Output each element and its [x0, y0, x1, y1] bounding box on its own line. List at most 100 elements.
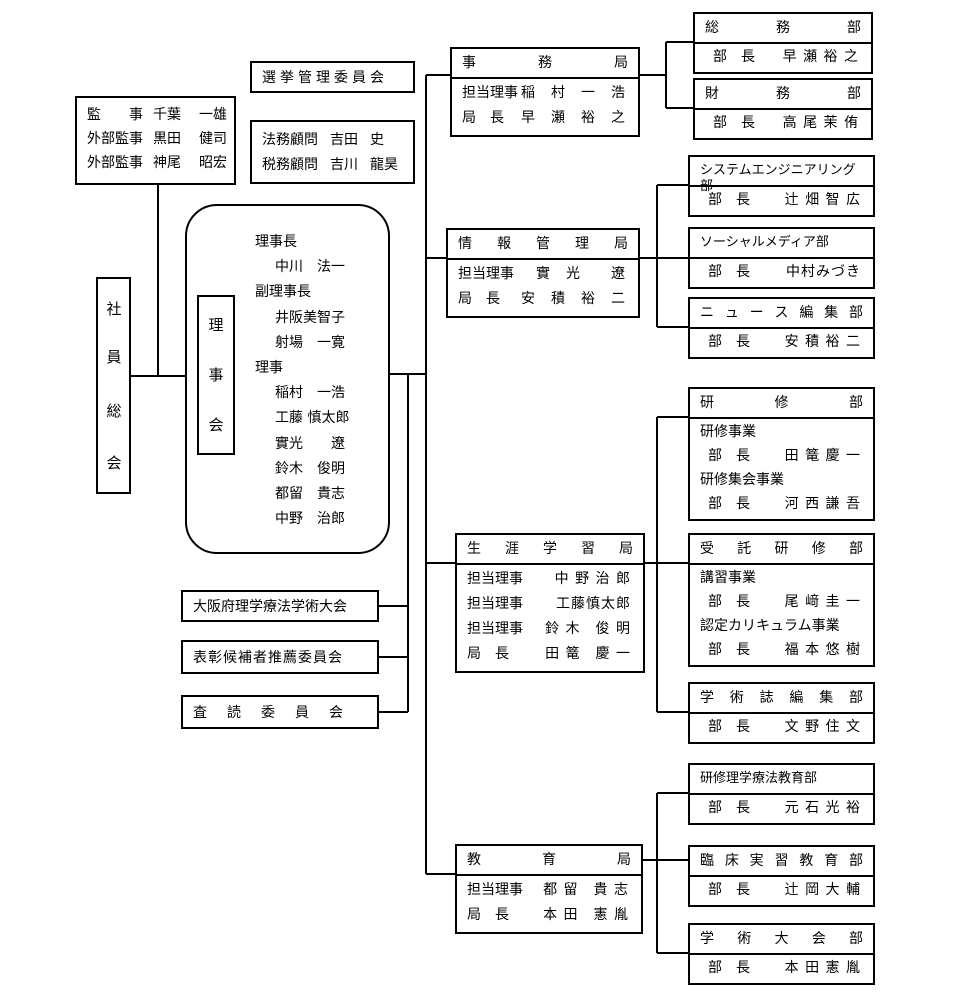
- row-person-name: 福 本 悠 樹: [784, 642, 861, 658]
- bureau-title: 情報管理局: [458, 236, 628, 252]
- bureau-row: 局 長本 田 憲 胤: [457, 903, 641, 928]
- row-role: 部 長: [713, 115, 755, 131]
- bureau-box: 情報管理局担当理事實 光 遼局 長安 積 裕 二: [446, 228, 640, 318]
- committee-label: 大阪府理学療法学術大会: [193, 599, 347, 615]
- advisor-surname: 吉田: [330, 132, 358, 148]
- box-divider: [690, 185, 873, 187]
- row-person-name: 安 積 裕 二: [521, 291, 626, 307]
- department-box: ニュース編集部部 長安 積 裕 二: [688, 297, 875, 359]
- board-label-char: 事: [208, 366, 224, 384]
- bureau-box: 事務局担当理事稲 村 一 浩局 長早 瀬 裕 之: [450, 47, 640, 137]
- auditor-row: 監 事 千葉 一雄: [87, 107, 227, 123]
- auditor-surname: 黒田: [153, 131, 181, 147]
- row-person-name: 辻 岡 大 輔: [784, 882, 861, 898]
- box-divider: [690, 953, 873, 955]
- general-meeting-char: 総: [106, 402, 122, 420]
- advisor-row: 法務顧問 吉田 史: [262, 132, 384, 148]
- row-role: 担当理事: [467, 621, 523, 637]
- bureau-row: 担当理事鈴 木 俊 明: [457, 617, 643, 642]
- auditors-box: 監 事 千葉 一雄 外部監事 黒田 健司 外部監事 神尾 昭宏: [75, 96, 236, 185]
- department-row: 部 長辻 畑 智 広: [690, 188, 873, 212]
- row-role: 担当理事: [467, 571, 523, 587]
- advisors-box: 法務顧問 吉田 史 税務顧問 吉川 龍昊: [250, 120, 415, 184]
- auditor-surname: 千葉: [153, 107, 181, 123]
- department-row: 研修事業: [690, 420, 873, 444]
- general-meeting-char: 社: [106, 300, 122, 318]
- department-title: 臨床実習教育部: [700, 853, 863, 869]
- box-divider: [452, 77, 638, 79]
- advisor-role: 税務顧問: [262, 157, 318, 173]
- department-row: 部 長辻 岡 大 輔: [690, 878, 873, 902]
- department-box: 研修部研修事業部 長田 篭 慶 一研修集会事業部 長河 西 謙 吾: [688, 387, 875, 521]
- row-role: 局 長: [467, 646, 509, 662]
- row-person-name: 辻 畑 智 広: [784, 192, 861, 208]
- row-role: 担当理事: [467, 596, 523, 612]
- board-member-name: 實光 遼: [275, 435, 345, 452]
- row-person-name: 稲 村 一 浩: [521, 85, 626, 101]
- row-person-name: 本 田 憲 胤: [784, 960, 861, 976]
- board-label-char: 理: [208, 316, 224, 334]
- row-person-name: 實 光 遼: [536, 266, 626, 282]
- row-role: 部 長: [708, 719, 750, 735]
- department-title: 研修部: [700, 395, 863, 411]
- box-divider: [457, 874, 641, 876]
- bureau-row: 局 長田 篭 慶 一: [457, 642, 643, 667]
- row-role: 担当理事: [458, 266, 514, 282]
- department-title: 総務部: [705, 20, 861, 36]
- board-member-name: 中川 法一: [275, 259, 345, 276]
- auditor-given-name: 昭宏: [199, 155, 227, 171]
- department-box: 総務部部 長早 瀬 裕 之: [693, 12, 873, 74]
- row-role: 認定カリキュラム事業: [700, 618, 840, 634]
- row-role: 局 長: [467, 907, 509, 923]
- department-box: 学術誌編集部部 長 文 野 住 文: [688, 682, 875, 744]
- election-committee-box: 選挙管理委員会: [250, 61, 415, 93]
- auditor-given-name: 一雄: [199, 107, 227, 123]
- box-divider: [695, 42, 871, 44]
- advisor-given-name: 龍昊: [370, 157, 398, 173]
- bureau-box: 生涯学習局担当理事中 野 治 郎担当理事工藤慎太郎担当理事鈴 木 俊 明局 長田…: [455, 533, 645, 673]
- row-person-name: 田 篭 慶 一: [784, 448, 861, 464]
- board-member-name: 中野 治郎: [275, 511, 345, 528]
- auditor-role: 外部監事: [87, 155, 143, 171]
- board-label-char: 会: [208, 416, 224, 434]
- auditor-given-name: 健司: [199, 131, 227, 147]
- board-member-name: 井阪美智子: [275, 309, 345, 326]
- department-row: 部 長高 尾 茉 侑: [695, 111, 871, 135]
- department-row: 認定カリキュラム事業: [690, 614, 873, 638]
- row-role: 部 長: [708, 800, 750, 816]
- department-row: 部 長福 本 悠 樹: [690, 638, 873, 662]
- bureau-title: 生涯学習局: [467, 541, 633, 557]
- auditor-role: 外部監事: [87, 131, 143, 147]
- bureau-title: 教育局: [467, 852, 631, 868]
- board-member-name: 稲村 一浩: [275, 385, 345, 402]
- bureau-box: 教育局担当理事都 留 貴 志局 長本 田 憲 胤: [455, 844, 643, 934]
- department-row: 部 長早 瀬 裕 之: [695, 45, 871, 69]
- row-role: 局 長: [462, 110, 504, 126]
- row-role: 研修事業: [700, 424, 756, 440]
- department-title: ニュース編集部: [700, 305, 863, 321]
- board-box: 理 事 会 理事長中川 法一副理事長井阪美智子射場 一寛理事稲村 一浩工藤 慎太…: [185, 204, 390, 554]
- department-box: ソーシャルメディア部部 長中村みづき: [688, 227, 875, 289]
- committee-box: 査読委員会: [181, 695, 379, 729]
- row-person-name: 河 西 謙 吾: [784, 496, 861, 512]
- advisor-row: 税務顧問 吉川 龍昊: [262, 157, 398, 173]
- department-title: 学術誌編集部: [700, 690, 863, 706]
- election-committee-label: 選挙管理委員会: [262, 70, 388, 86]
- row-person-name: 中 野 治 郎: [554, 571, 631, 587]
- board-member-name: 射場 一寛: [275, 334, 345, 351]
- row-role: 担当理事: [467, 882, 523, 898]
- row-person-name: 文 野 住 文: [784, 719, 861, 735]
- auditor-row: 外部監事 黒田 健司: [87, 131, 227, 147]
- department-row: 部 長河 西 謙 吾: [690, 492, 873, 516]
- general-meeting-char: 会: [106, 454, 122, 472]
- row-person-name: 元 石 光 裕: [784, 800, 861, 816]
- bureau-row: 担当理事 實 光 遼: [448, 262, 638, 287]
- row-role: 部 長: [708, 448, 750, 464]
- committee-box: 表彰候補者推薦委員会: [181, 640, 379, 674]
- department-box: 臨床実習教育部部 長辻 岡 大 輔: [688, 845, 875, 907]
- department-box: 財務部部 長高 尾 茉 侑: [693, 78, 873, 140]
- board-member-name: 都留 貴志: [275, 486, 345, 502]
- auditor-surname: 神尾: [153, 155, 181, 171]
- board-member-name: 鈴木 俊明: [275, 460, 345, 477]
- department-box: 研修理学療法教育部部 長元 石 光 裕: [688, 763, 875, 825]
